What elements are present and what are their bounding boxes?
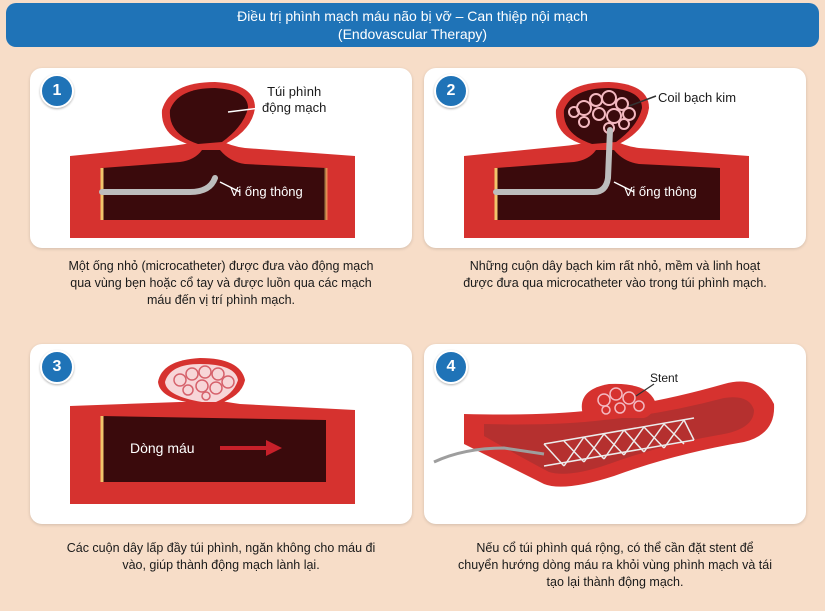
aneurysm-label: Túi phình động mạch	[262, 84, 326, 116]
aneurysm-label-line-1: Túi phình	[267, 84, 322, 99]
panel-step-1: 1 Túi phình động mạch Vi ống thông	[30, 68, 412, 248]
platinum-coil	[173, 365, 235, 401]
catheter-label: Vi ống thông	[624, 184, 697, 199]
blood-flow-label: Dòng máu	[130, 440, 195, 456]
step-number-badge: 1	[40, 74, 74, 108]
caption-line: máu đến vị trí phình mạch.	[147, 293, 295, 307]
caption-line: vào, giúp thành động mạch lành lại.	[122, 558, 320, 572]
catheter-label: Vi ống thông	[230, 184, 303, 199]
title-banner: Điều trị phình mạch máu não bị vỡ – Can …	[6, 3, 819, 47]
panel-step-3: 3 Dòng máu	[30, 344, 412, 524]
step-number-badge: 2	[434, 74, 468, 108]
title-line-1: Điều trị phình mạch máu não bị vỡ – Can …	[237, 8, 588, 24]
caption-line: được đưa qua microcatheter vào trong túi…	[463, 276, 767, 290]
caption-line: tạo lại thành động mạch.	[546, 575, 684, 589]
step-number-badge: 3	[40, 350, 74, 384]
caption-step-1: Một ống nhỏ (microcatheter) được đưa vào…	[21, 258, 421, 309]
illustration-catheter-insertion	[70, 82, 355, 238]
caption-line: Các cuộn dây lấp đầy túi phình, ngăn khô…	[66, 541, 376, 555]
stent-mesh	[543, 417, 695, 467]
platinum-coil	[568, 90, 636, 134]
step-number-badge: 4	[434, 350, 468, 384]
coil-label: Coil bạch kim	[658, 90, 737, 105]
title-line-2: (Endovascular Therapy)	[337, 26, 488, 42]
caption-line: Những cuộn dây bạch kim rất nhỏ, mềm và …	[469, 259, 761, 273]
aneurysm-label-line-2: động mạch	[262, 100, 327, 115]
illustration-coil-filled	[70, 358, 355, 504]
illustration-stent-assisted	[433, 381, 775, 487]
caption-line: chuyển hướng dòng máu ra khỏi vùng phình…	[458, 558, 772, 572]
illustration-coil-insertion	[464, 82, 749, 238]
caption-line: Một ống nhỏ (microcatheter) được đưa vào…	[68, 259, 374, 273]
panel-step-4: 4 Stent	[424, 344, 806, 524]
caption-step-3: Các cuộn dây lấp đầy túi phình, ngăn khô…	[21, 540, 421, 574]
stent-label: Stent	[650, 371, 679, 385]
caption-step-2: Những cuộn dây bạch kim rất nhỏ, mềm và …	[415, 258, 815, 292]
panel-step-2: 2 Coil bạch kim Vi ống thông	[424, 68, 806, 248]
platinum-coil	[597, 387, 645, 415]
caption-line: qua vùng bẹn hoặc cổ tay và được luồn qu…	[70, 276, 372, 290]
caption-line: Nếu cổ túi phình quá rộng, có thể cần đặ…	[476, 541, 754, 555]
caption-step-4: Nếu cổ túi phình quá rộng, có thể cần đặ…	[415, 540, 815, 591]
